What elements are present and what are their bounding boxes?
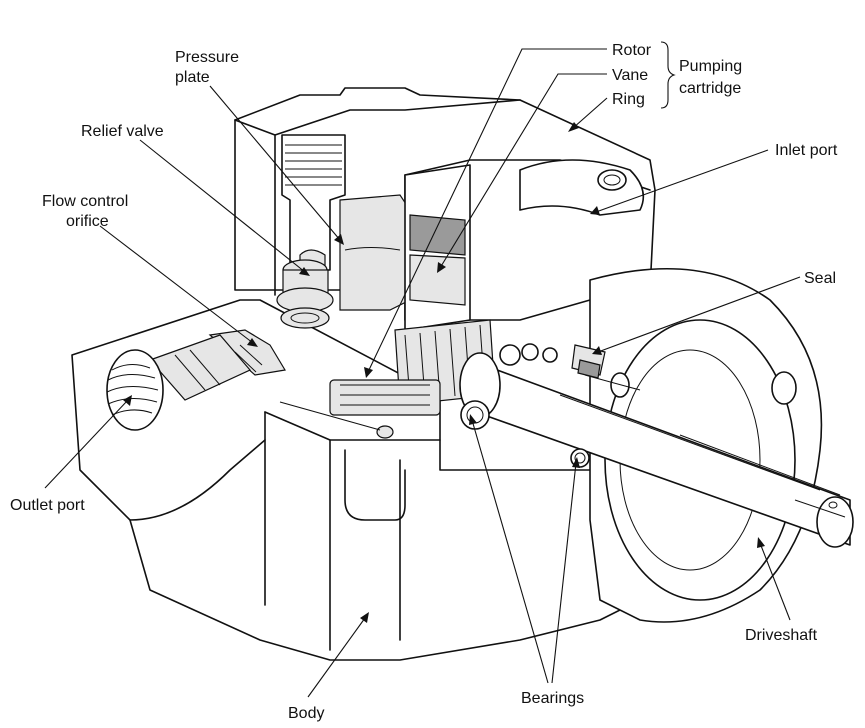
bearings-label: Bearings	[521, 690, 584, 707]
labels: Rotor Vane Ring Pumping cartridge Pressu…	[10, 42, 838, 722]
relief-valve-spool	[276, 259, 334, 329]
driveshaft-label: Driveshaft	[745, 627, 818, 644]
leader-lines	[44, 41, 801, 698]
flow-control-label-line1: Flow control	[42, 193, 128, 210]
pumping-cartridge-label-line1: Pumping	[679, 58, 742, 75]
outlet-port-bore	[106, 349, 164, 431]
body-label: Body	[288, 705, 324, 722]
driveshaft-part	[459, 352, 854, 548]
seal-part	[571, 344, 641, 391]
inlet-port-label: Inlet port	[775, 142, 838, 159]
pump-body	[71, 299, 641, 661]
ring-label: Ring	[612, 91, 645, 108]
vane-part	[409, 254, 466, 306]
pressure-plate-part	[339, 194, 411, 311]
vane-label: Vane	[612, 67, 648, 84]
pump-illustration	[71, 87, 854, 661]
flow-control-label-line2: orifice	[66, 213, 109, 230]
relief-valve-label: Relief valve	[81, 123, 164, 140]
rotor-label: Rotor	[612, 42, 652, 59]
pressure-plate-label-line1: Pressure	[175, 49, 239, 66]
seal-label: Seal	[804, 270, 836, 287]
mounting-hole	[771, 371, 797, 405]
inlet-port-bore	[597, 169, 627, 191]
pumping-cartridge-label-line2: cartridge	[679, 80, 741, 97]
flow-control-orifice-part	[148, 329, 286, 401]
outlet-port-label: Outlet port	[10, 497, 85, 514]
pressure-plate-label-line2: plate	[175, 69, 210, 86]
